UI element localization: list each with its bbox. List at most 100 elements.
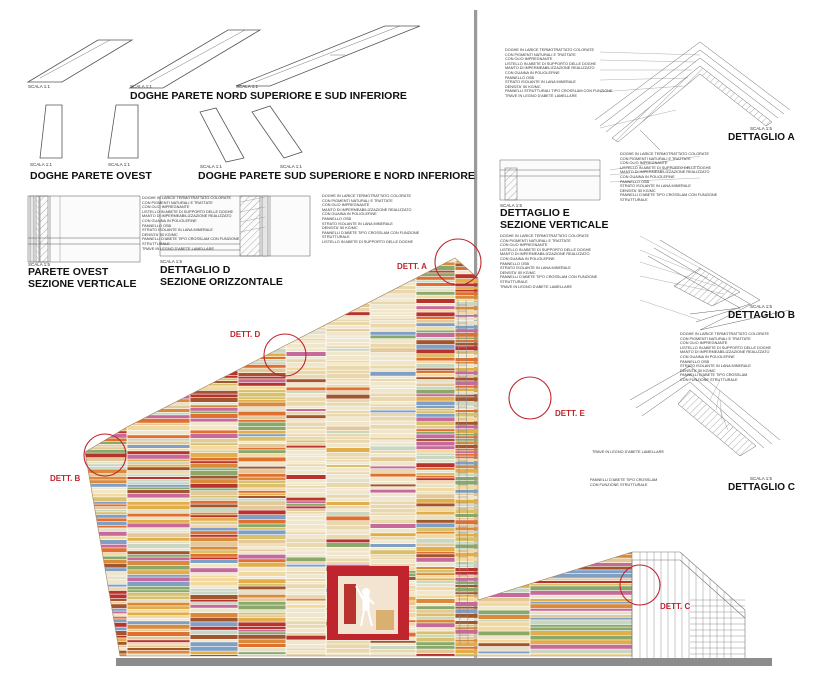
facade-board <box>416 475 456 478</box>
facade-board <box>85 302 128 306</box>
facade-board <box>530 595 632 599</box>
note-line: CON PIGMENTI NATURALI E TRATTATE <box>680 336 751 341</box>
facade-board <box>238 632 287 635</box>
facade-board <box>286 538 327 543</box>
facade-board <box>127 418 191 423</box>
leader-line <box>639 261 717 287</box>
note-line: CON GUAINA IN POLIOLEFINE <box>142 218 197 223</box>
facade-board <box>286 503 327 506</box>
facade-board <box>85 518 128 522</box>
facade-board <box>416 609 456 613</box>
facade-board <box>416 619 456 623</box>
note-line: DENSITA' 50 KG/MC <box>680 368 716 373</box>
facade-board <box>478 480 531 484</box>
facade-board <box>238 258 287 261</box>
facade-board <box>478 651 531 654</box>
facade-board <box>326 413 371 417</box>
scale-label: SCALA 1:1 <box>236 84 259 89</box>
facade-board <box>85 525 128 528</box>
facade-board <box>238 598 287 602</box>
facade-board <box>127 415 191 419</box>
facade-board <box>530 320 632 322</box>
facade-board <box>326 530 371 535</box>
facade-board <box>326 437 371 440</box>
facade-board <box>286 270 327 275</box>
marker-label-c: DETT. C <box>660 602 691 611</box>
facade-board <box>416 306 456 310</box>
facade-board <box>127 629 191 632</box>
facade-board <box>370 309 417 313</box>
facade-board <box>478 566 531 569</box>
facade-board <box>416 507 456 511</box>
facade-board <box>286 294 327 297</box>
facade-board <box>416 637 456 642</box>
facade-board <box>416 406 456 408</box>
facade-board <box>238 469 287 474</box>
facade-board <box>326 253 371 255</box>
facade-board <box>455 371 479 375</box>
facade-board <box>85 627 128 631</box>
facade-board <box>530 470 632 473</box>
facade-board <box>416 534 456 539</box>
facade-board <box>478 409 531 413</box>
note-line: DOGHE IN LARICE TERMOTRATTATO COLORATE <box>322 194 412 198</box>
facade-board <box>455 325 479 329</box>
facade-board <box>370 437 417 440</box>
facade-board <box>127 624 191 629</box>
facade-board <box>326 262 371 267</box>
facade-board <box>455 283 479 287</box>
facade-board <box>127 445 191 448</box>
facade-board <box>190 390 239 394</box>
facade-board <box>478 494 531 498</box>
facade-board <box>127 577 191 582</box>
leader-line <box>599 109 677 129</box>
facade-board <box>238 265 287 268</box>
facade-board <box>286 653 327 656</box>
facade-board <box>370 305 417 309</box>
facade-board <box>238 444 287 447</box>
facade-board <box>85 531 128 536</box>
facade-board <box>286 275 327 279</box>
note-line: MANTO DI IMPERMEABILIZZAZIONE REALIZZATO <box>680 350 770 355</box>
note-line: TRAVE IN LEGNO D'ABETE LAMELLARE <box>505 93 577 98</box>
facade-board <box>455 581 479 585</box>
facade-board <box>238 477 287 481</box>
facade-board <box>238 622 287 627</box>
facade-board <box>127 330 191 335</box>
facade-board <box>478 327 531 331</box>
facade-board <box>286 457 327 461</box>
facade-board <box>416 326 456 330</box>
facade-board <box>416 368 456 371</box>
facade-board <box>530 608 632 611</box>
facade-board <box>286 461 327 464</box>
facade-board <box>478 484 531 488</box>
facade-board <box>478 432 531 437</box>
facade-board <box>85 416 128 420</box>
facade-board <box>370 487 417 489</box>
facade-board <box>455 314 479 317</box>
facade-board <box>238 466 287 469</box>
facade-board <box>127 554 191 557</box>
facade-board <box>455 295 479 299</box>
facade-board <box>127 618 191 621</box>
facade-board <box>326 640 371 644</box>
facade-board <box>416 498 456 503</box>
facade-board <box>416 599 456 603</box>
facade-board <box>370 294 417 299</box>
facade-board <box>455 618 479 621</box>
facade-board <box>370 404 417 407</box>
facade-board <box>286 604 327 608</box>
facade-board <box>127 324 191 328</box>
facade-board <box>190 294 239 298</box>
facade-board <box>127 313 191 316</box>
facade-board <box>326 271 371 274</box>
facade-board <box>190 495 239 498</box>
facade-board <box>455 627 479 630</box>
facade-board <box>416 523 456 528</box>
facade-board <box>238 326 287 329</box>
facade-board <box>416 286 456 289</box>
note-line: DOGHE IN LARICE TERMOTRATTATO COLORATE <box>505 48 595 52</box>
title-dettaglio-d-sub: SEZIONE ORIZZONTALE <box>160 276 283 288</box>
facade-board <box>478 367 531 371</box>
